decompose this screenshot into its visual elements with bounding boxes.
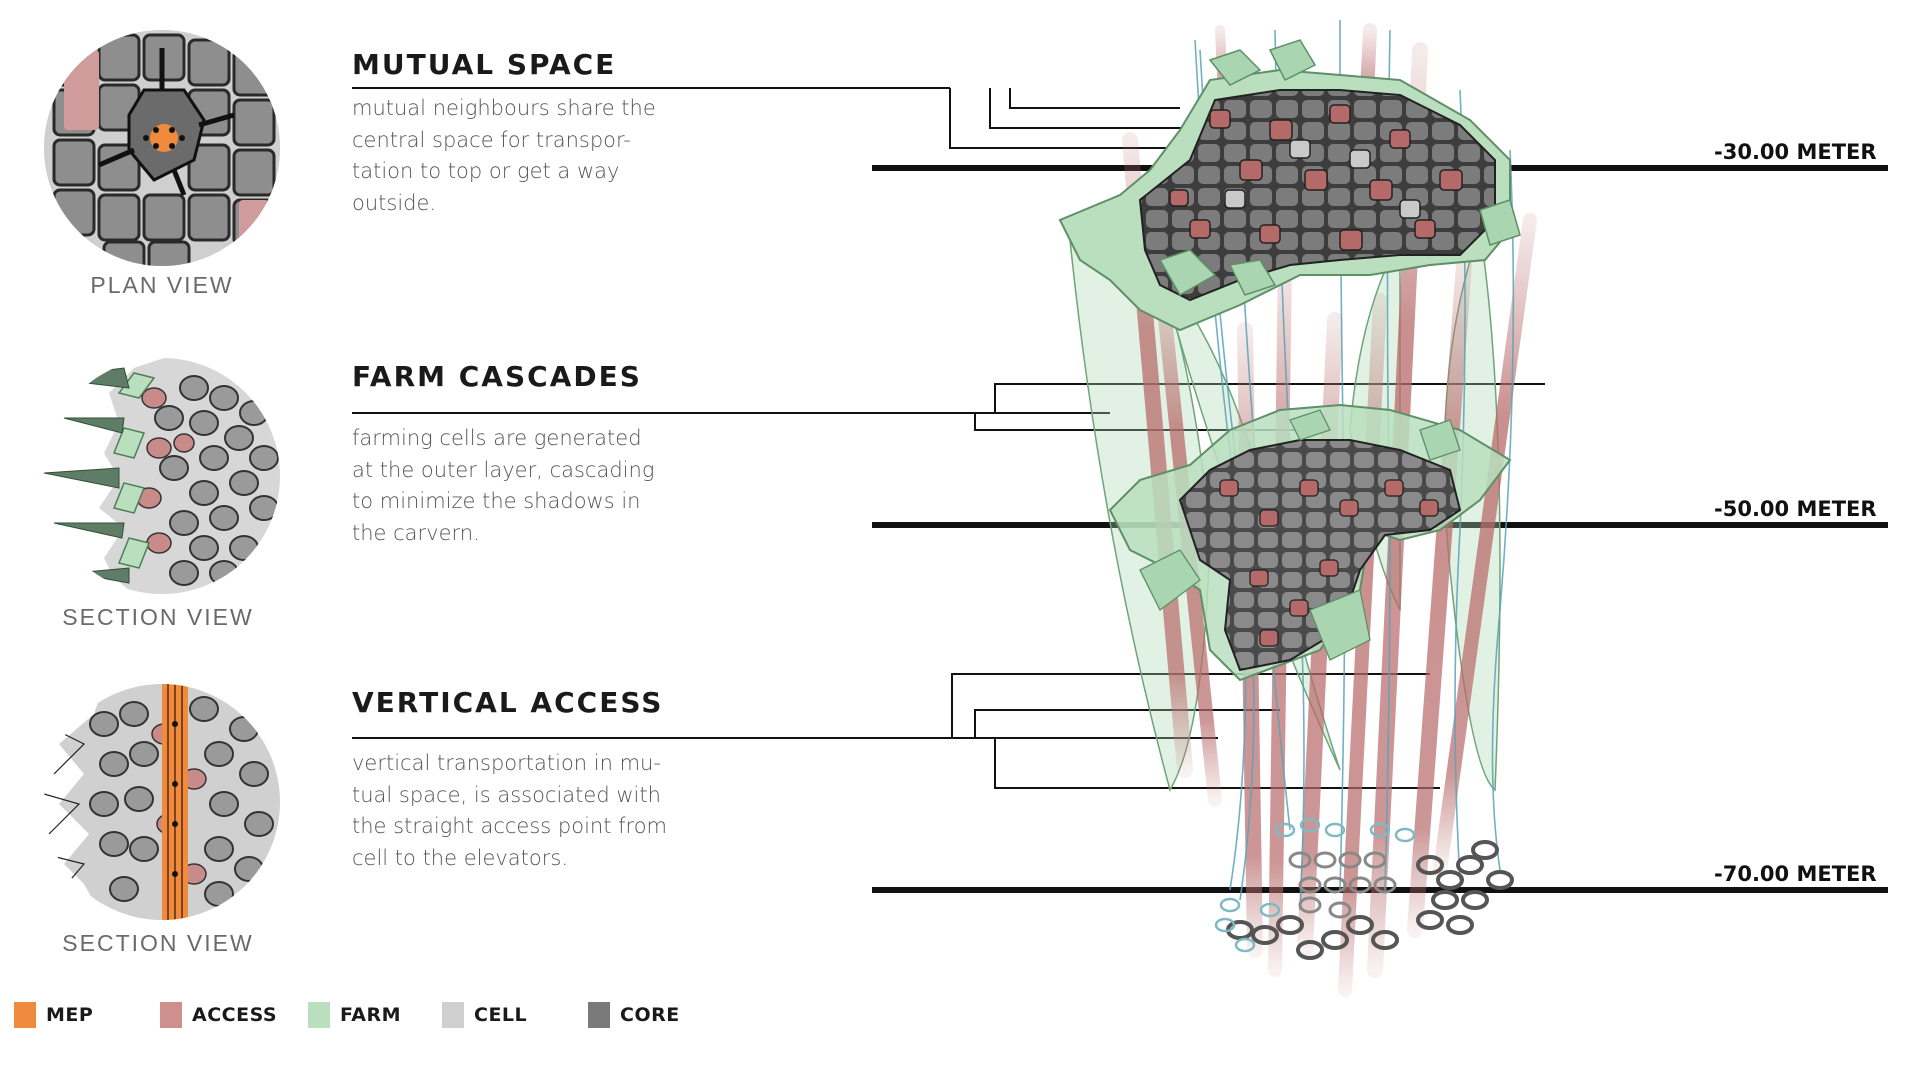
section-title-mutual-space: MUTUAL SPACE [352,48,617,81]
legend-label-access: ACCESS [192,1004,278,1026]
legend-item-access: ACCESS [160,1000,277,1030]
section-description-mutual-space: mutual neighbours share the central spac… [352,96,656,215]
depth-label-50m: -50.00 METER [1714,497,1877,521]
section-view-label-access: SECTION VIEW [62,930,254,956]
legend-swatch-mep [14,1002,36,1028]
section-title-vertical-access: VERTICAL ACCESS [352,686,664,719]
legend-item-farm: FARM [308,1000,401,1030]
section-view-thumbnail-farm [44,358,280,594]
legend-item-mep: MEP [14,1000,93,1030]
section-title-farm-cascades: FARM CASCADES [352,360,642,393]
top-plate [1058,39,1521,332]
legend-item-core: CORE [588,1000,680,1030]
legend-label-mep: MEP [46,1004,94,1026]
depth-label-30m: -30.00 METER [1714,140,1877,164]
section-view-label-farm: SECTION VIEW [62,604,254,630]
legend-swatch-cell [442,1002,464,1028]
bottom-rings [1214,817,1514,960]
legend-swatch-access [160,1002,182,1028]
plan-view-thumbnail [44,30,280,266]
section-description-vertical-access: vertical transportation in mu- tual spac… [352,751,668,870]
legend-label-cell: CELL [474,1004,528,1026]
tower-illustration [1058,19,1537,997]
legend-label-farm: FARM [340,1004,402,1026]
legend-item-cell: CELL [442,1000,527,1030]
plan-view-label: PLAN VIEW [90,272,234,298]
legend-swatch-core [588,1002,610,1028]
legend-label-core: CORE [620,1004,680,1026]
middle-plate [1108,403,1512,682]
depth-label-70m: -70.00 METER [1714,862,1877,886]
section-view-thumbnail-access [44,684,280,920]
section-description-farm-cascades: farming cells are generated at the outer… [352,426,655,545]
legend-swatch-farm [308,1002,330,1028]
